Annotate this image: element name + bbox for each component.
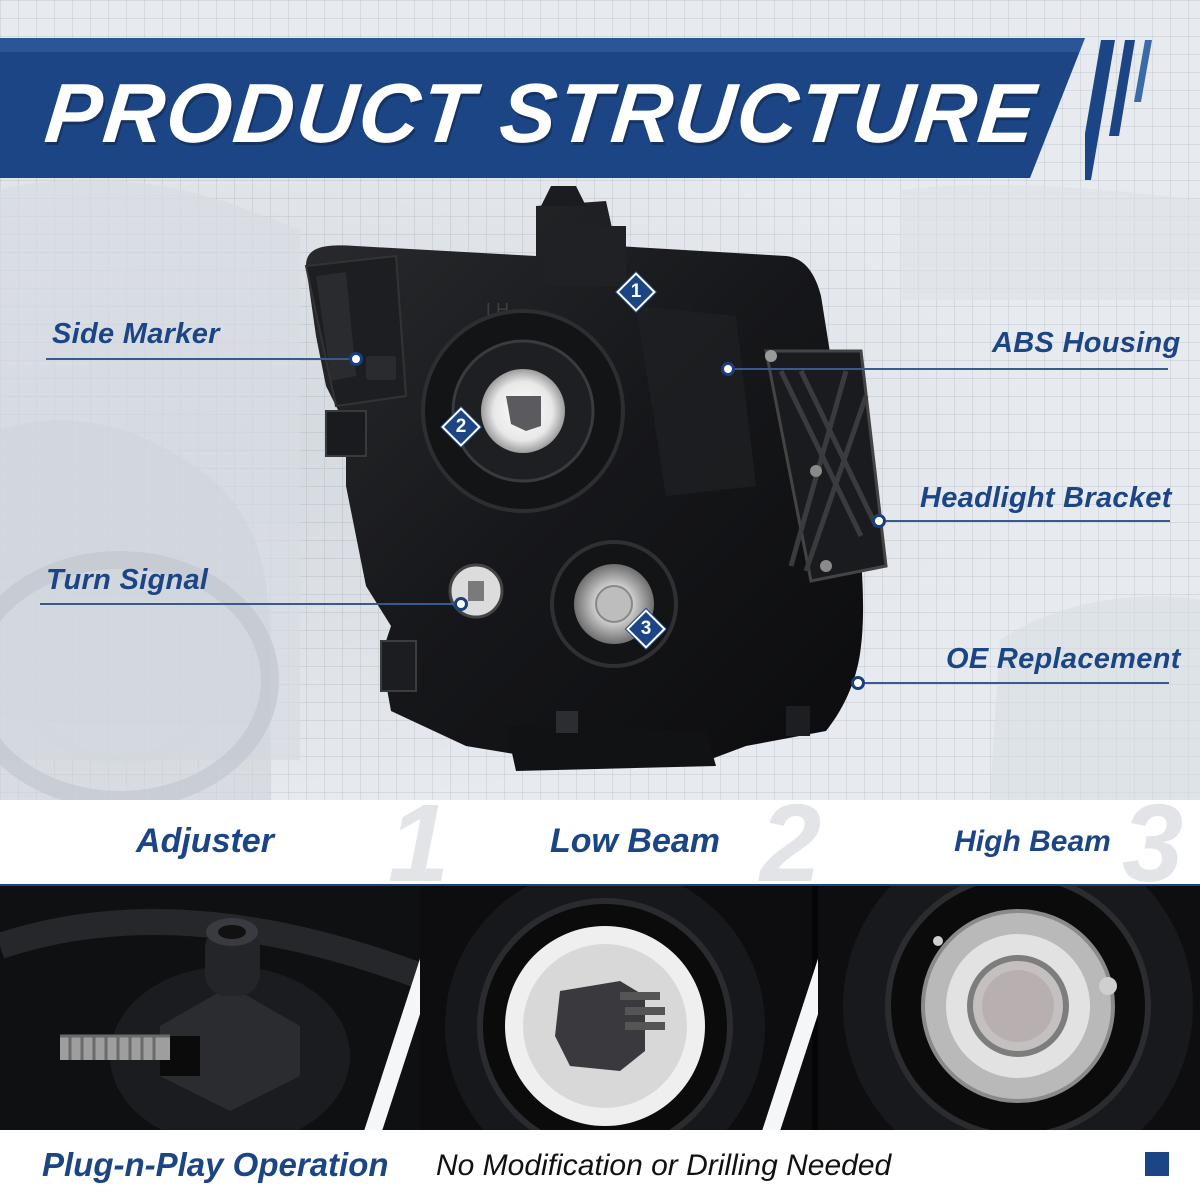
title-banner bbox=[0, 38, 1085, 178]
callout-turn-signal: Turn Signal bbox=[46, 564, 209, 596]
badge-low-beam: 2 bbox=[441, 407, 481, 447]
low-beam-photo-image bbox=[420, 886, 812, 1130]
detail-photos bbox=[0, 886, 1200, 1130]
callout-line-side-marker bbox=[46, 358, 356, 360]
feature-high-beam: 3 High Beam bbox=[810, 789, 1200, 899]
square-decoration bbox=[1145, 1152, 1169, 1176]
badge-adjuster: 1 bbox=[616, 272, 656, 312]
callout-dot-headlight-bracket bbox=[872, 514, 886, 528]
bottom-subtitle: No Modification or Drilling Needed bbox=[436, 1149, 892, 1182]
headlight-assembly-image: LH bbox=[304, 186, 888, 771]
callout-line-headlight-bracket bbox=[880, 520, 1170, 522]
badge-high-beam: 3 bbox=[626, 609, 666, 649]
callout-dot-abs-housing bbox=[721, 362, 735, 376]
callout-line-abs-housing bbox=[728, 368, 1168, 370]
feature-label: Adjuster bbox=[136, 822, 274, 860]
callout-oe-replacement: OE Replacement bbox=[946, 643, 1181, 675]
bottom-title: Plug-n-Play Operation bbox=[42, 1146, 389, 1183]
photo-low-beam bbox=[420, 886, 812, 1130]
callout-line-oe-replacement bbox=[857, 682, 1169, 684]
callout-dot-oe-replacement bbox=[851, 676, 865, 690]
feature-label: Low Beam bbox=[549, 822, 721, 860]
background-car-silhouette bbox=[0, 179, 300, 800]
callout-side-marker: Side Marker bbox=[52, 318, 220, 350]
callout-dot-side-marker bbox=[349, 352, 363, 366]
feature-adjuster: 1 Adjuster bbox=[0, 789, 449, 899]
callout-dot-turn-signal bbox=[454, 597, 468, 611]
banner-stripes-decoration bbox=[1085, 40, 1152, 180]
feature-low-beam: 2 Low Beam bbox=[410, 789, 821, 899]
callout-headlight-bracket: Headlight Bracket bbox=[920, 482, 1172, 514]
feature-number: 3 bbox=[1122, 782, 1184, 905]
feature-number: 2 bbox=[760, 782, 822, 905]
feature-number: 1 bbox=[388, 782, 450, 905]
page-title: PRODUCT STRUCTURE bbox=[41, 65, 1042, 160]
callout-abs-housing: ABS Housing bbox=[992, 327, 1181, 359]
callout-line-turn-signal bbox=[40, 603, 460, 605]
photo-adjuster bbox=[0, 886, 420, 1130]
photo-high-beam bbox=[818, 886, 1200, 1130]
adjuster-photo-image bbox=[0, 886, 420, 1130]
feature-label: High Beam bbox=[954, 825, 1111, 858]
feature-strip: 1 Adjuster 2 Low Beam 3 High Beam bbox=[0, 789, 1200, 899]
bottom-bar: Plug-n-Play Operation No Modification or… bbox=[0, 1130, 1200, 1200]
high-beam-photo-image bbox=[818, 886, 1200, 1130]
